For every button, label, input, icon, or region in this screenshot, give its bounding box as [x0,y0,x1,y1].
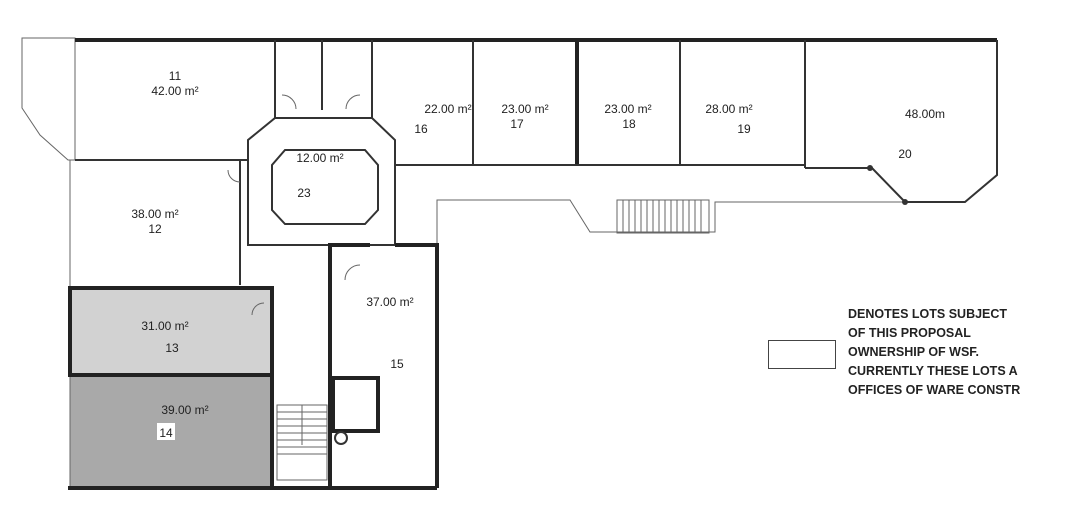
room-19-area: 28.00 m² [705,102,752,116]
room-20-wall [805,40,998,203]
door-icon [227,94,361,316]
room-15-walls [328,243,439,488]
room-23-octagon [271,149,379,225]
legend-line: OFFICES OF WARE CONSTR [848,383,1021,397]
room-16-area: 22.00 m² [424,102,471,116]
room-20-id: 20 [898,147,912,161]
room-19-id: 19 [737,122,751,136]
column-icon [334,431,348,445]
room-14-area: 39.00 m² [161,403,208,417]
legend-swatch [768,340,836,369]
room-20-area: 48.00m [905,107,945,121]
octagon-hall [247,117,396,246]
room-12-area: 38.00 m² [131,207,178,221]
legend-line: CURRENTLY THESE LOTS A [848,364,1018,378]
room-17-id: 17 [510,117,524,131]
room-17-area: 23.00 m² [501,102,548,116]
room-12-id: 12 [148,222,162,236]
room-23-id: 23 [297,186,311,200]
legend-line: OWNERSHIP OF WSF. [848,345,980,359]
room-14-id-box [157,423,175,440]
corridor-outline [436,199,905,245]
room-15-id: 15 [390,357,404,371]
room-13-id: 13 [165,341,179,355]
legend-text: DENOTES LOTS SUBJECT OF THIS PROPOSAL OW… [848,305,1020,400]
room-18-area: 23.00 m² [604,102,651,116]
legend-line: DENOTES LOTS SUBJECT [848,307,1008,321]
room-15-area: 37.00 m² [366,295,413,309]
room-13-walls [68,286,274,377]
room-11-area: 42.00 m² [151,84,198,98]
corner-dot [902,199,908,205]
room-13-area: 31.00 m² [141,319,188,333]
room-14-id: 14 [159,426,173,440]
room-18-id: 18 [622,117,636,131]
stairs-right [616,199,710,234]
left-wing [21,37,76,161]
lot-13-fill [70,288,272,375]
room-11-id: 11 [169,69,182,83]
legend-line: OF THIS PROPOSAL [848,326,971,340]
corner-dot [867,165,873,171]
room-15-closet [331,376,380,433]
room-16-id: 16 [414,122,428,136]
room-23-area: 12.00 m² [296,151,343,165]
stairs-left [276,404,328,481]
